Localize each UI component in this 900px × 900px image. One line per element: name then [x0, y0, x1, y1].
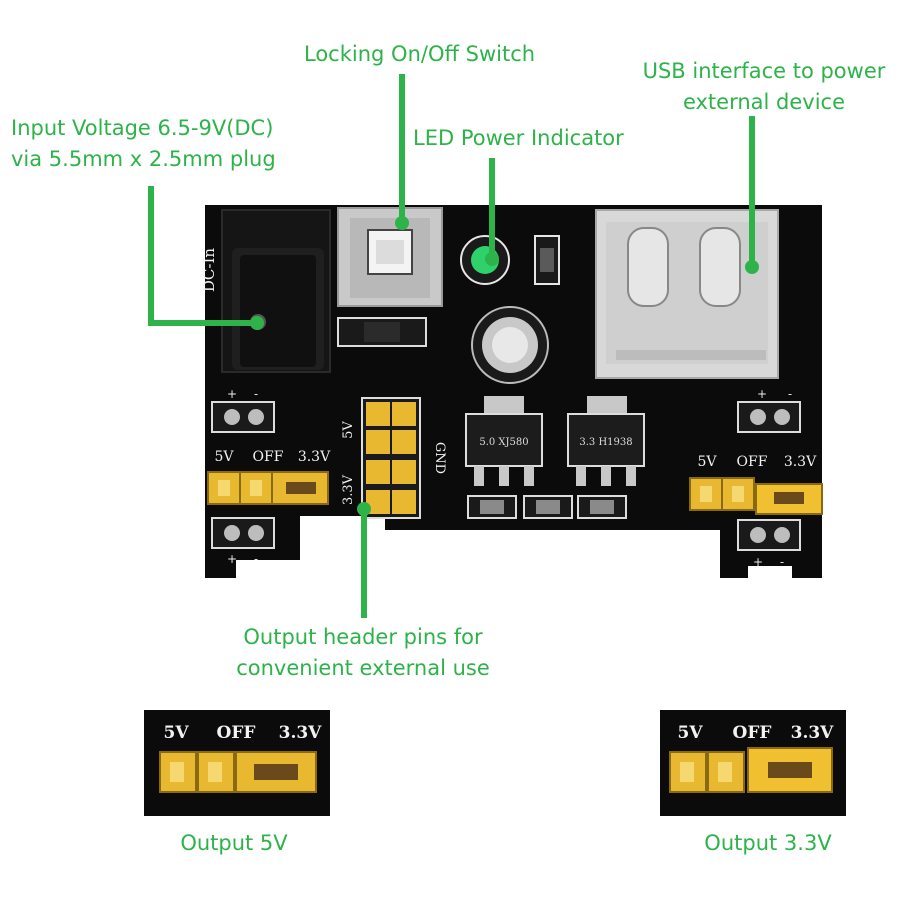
usb-port: [595, 209, 779, 379]
switch-callout-dot: [395, 216, 409, 230]
header-gnd-label: GND: [432, 442, 447, 474]
input-callout-dot: [250, 316, 264, 330]
inset-output-5v: [144, 710, 330, 816]
regulator-5v: [465, 396, 543, 486]
inset-left-off: OFF: [217, 723, 256, 743]
left-top-plus: +: [227, 387, 237, 401]
inset-right-5v: 5V: [677, 723, 703, 743]
usb-callout-line1: USB interface to power: [642, 59, 886, 83]
right-jumper-33v: 3.3V: [784, 454, 817, 470]
input-callout-line-v: [148, 186, 154, 326]
switch-callout: Locking On/Off Switch: [304, 39, 535, 70]
header-callout-line2: convenient external use: [236, 656, 490, 680]
header-callout: Output header pins for convenient extern…: [228, 622, 498, 684]
input-callout-line-h: [148, 320, 256, 326]
inset-left-5v: 5V: [163, 723, 189, 743]
right-bottom-plus: +: [753, 555, 763, 569]
header-callout-line1: Output header pins for: [243, 625, 483, 649]
output-33v-caption-text: Output 3.3V: [704, 831, 832, 855]
right-jumper: [689, 477, 823, 515]
header-callout-line: [361, 508, 367, 618]
input-callout: Input Voltage 6.5-9V(DC) via 5.5mm x 2.5…: [11, 113, 276, 175]
output-5v-caption-text: Output 5V: [180, 831, 288, 855]
regulator-5v-label: 5.0 XJ580: [479, 437, 528, 448]
header-5v-label: 5V: [341, 421, 356, 439]
switch-callout-line: [399, 74, 405, 222]
input-callout-line1: Input Voltage 6.5-9V(DC): [11, 116, 274, 140]
left-jumper-off: OFF: [253, 449, 284, 465]
regulator-33v: [567, 396, 645, 486]
left-jumper: [207, 471, 329, 505]
output-header-pins: [361, 397, 421, 519]
led-callout: LED Power Indicator: [413, 123, 624, 154]
inset-left-33v: 3.3V: [279, 723, 323, 743]
output-5v-caption: Output 5V: [164, 828, 304, 859]
left-bottom-plus: +: [227, 552, 237, 566]
led-callout-dot: [485, 252, 499, 266]
header-callout-dot: [357, 502, 371, 516]
left-jumper-5v: 5V: [214, 449, 234, 465]
right-top-plus: +: [757, 387, 767, 401]
usb-callout: USB interface to power external device: [633, 56, 895, 118]
dc-jack: [221, 209, 331, 373]
inset-output-33v: [660, 710, 846, 816]
right-jumper-5v: 5V: [697, 454, 717, 470]
usb-callout-line: [749, 116, 755, 266]
capacitor: [471, 306, 549, 384]
usb-callout-line2: external device: [682, 90, 846, 114]
left-bottom-minus: -: [254, 552, 258, 566]
led-callout-text: LED Power Indicator: [413, 126, 624, 150]
left-jumper-33v: 3.3V: [298, 449, 331, 465]
header-33v-label: 3.3V: [341, 474, 356, 505]
inset-right-off: OFF: [733, 723, 772, 743]
right-bottom-minus: -: [780, 555, 784, 569]
output-33v-caption: Output 3.3V: [692, 828, 844, 859]
input-callout-line2: via 5.5mm x 2.5mm plug: [11, 147, 276, 171]
locking-switch: [337, 207, 443, 307]
right-jumper-off: OFF: [737, 454, 768, 470]
dc-in-label: DC-In: [200, 248, 218, 292]
left-top-minus: -: [254, 387, 258, 401]
regulator-33v-label: 3.3 H1938: [579, 437, 632, 448]
switch-callout-text: Locking On/Off Switch: [304, 42, 536, 66]
inset-right-33v: 3.3V: [791, 723, 835, 743]
usb-callout-dot: [745, 260, 759, 274]
right-top-minus: -: [788, 387, 792, 401]
led-callout-line: [489, 158, 495, 258]
